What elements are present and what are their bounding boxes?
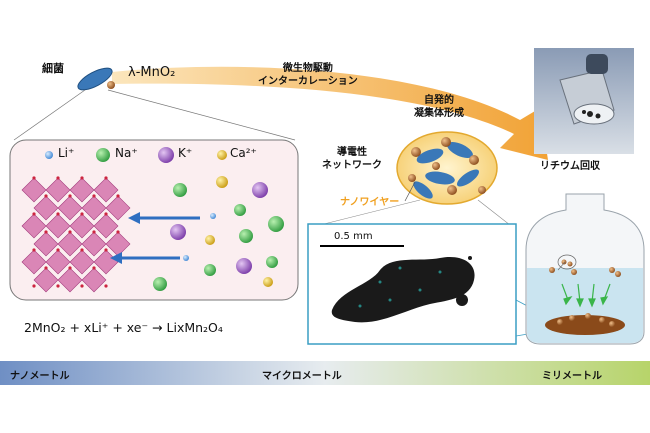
process-arrow <box>112 66 548 160</box>
bacteria-label: 細菌 <box>42 62 64 75</box>
culture-bottle <box>525 193 645 345</box>
sem-aggregate <box>331 256 475 323</box>
reaction-equation: 2MnO₂ + xLi⁺ + xe⁻ → LixMn₂O₄ <box>24 320 223 335</box>
spontaneous-line2: 凝集体形成 <box>414 108 464 119</box>
scale-bar-label: 0.5 mm <box>334 231 373 242</box>
scale-label-micro: マイクロメートル <box>262 371 342 382</box>
spontaneous-line1: 自発的 <box>424 95 454 106</box>
ion-na-label: Na⁺ <box>115 146 138 160</box>
intercalation-arrows <box>110 212 200 264</box>
lambda-mno2-label: λ-MnO₂ <box>128 65 176 80</box>
ion-spheres <box>153 176 284 291</box>
ion-li-label: Li⁺ <box>58 146 75 160</box>
ion-ca-label: Ca²⁺ <box>230 146 257 160</box>
spontaneous-aggregate-label: 自発的 凝集体形成 <box>414 94 464 120</box>
lithium-recovery-label: リチウム回収 <box>540 161 600 172</box>
scale-label-milli: ミリメートル <box>542 371 602 382</box>
mno2-crystal-structure <box>21 176 131 293</box>
recovery-photo <box>534 48 634 154</box>
conductive-line2: ネットワーク <box>322 160 382 171</box>
nanowire-label: ナノワイヤー <box>340 197 400 208</box>
conductive-network-label: 導電性 ネットワーク <box>322 146 382 172</box>
microbial-intercalation-label: 微生物駆動 インターカレーション <box>258 62 358 88</box>
microbial-line2: インターカレーション <box>258 76 358 87</box>
scale-gradient-bar <box>0 361 650 385</box>
scale-label-nano: ナノメートル <box>10 371 70 382</box>
ion-k-label: K⁺ <box>178 146 193 160</box>
microbial-line1: 微生物駆動 <box>282 63 333 74</box>
conductive-line1: 導電性 <box>337 147 367 158</box>
bacterium-icon <box>77 67 113 91</box>
aggregate-bacteria <box>408 137 486 199</box>
